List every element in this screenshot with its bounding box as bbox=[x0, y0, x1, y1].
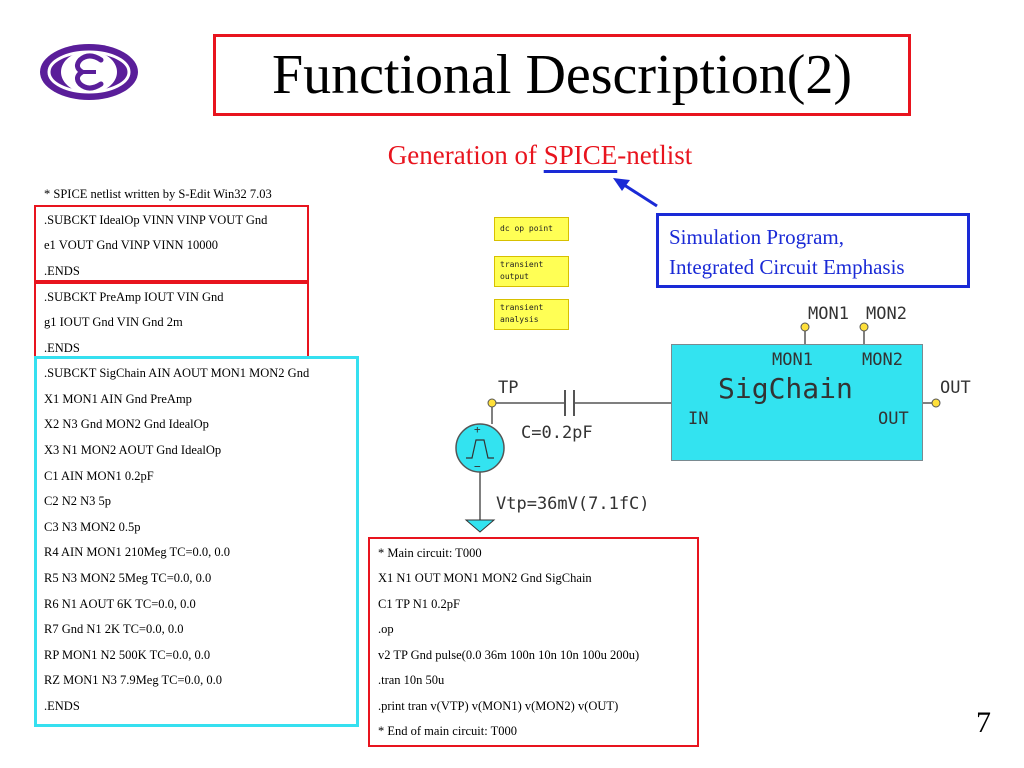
netlist-line: R7 Gnd N1 2K TC=0.0, 0.0 bbox=[44, 622, 184, 636]
netlist-line: .ENDS bbox=[44, 341, 80, 355]
title-box: Functional Description(2) bbox=[213, 34, 911, 116]
netlist-line: .print tran v(VTP) v(MON1) v(MON2) v(OUT… bbox=[378, 699, 619, 713]
vtp-label: Vtp=36mV(7.1fC) bbox=[496, 494, 650, 514]
netlist-line: X1 MON1 AIN Gnd PreAmp bbox=[44, 392, 192, 406]
definition-line-1: Simulation Program, bbox=[669, 225, 844, 249]
page-title: Functional Description(2) bbox=[271, 44, 853, 106]
spice-definition-box: Simulation Program, Integrated Circuit E… bbox=[656, 213, 970, 288]
netlist-line: X3 N1 MON2 AOUT Gnd IdealOp bbox=[44, 443, 222, 457]
netlist-line: R5 N3 MON2 5Meg TC=0.0, 0.0 bbox=[44, 571, 212, 585]
sigchain-block[interactable]: MON1 MON2 SigChain IN OUT bbox=[671, 344, 923, 461]
netlist-line: .op bbox=[378, 622, 394, 636]
main-circuit-box bbox=[368, 537, 699, 747]
netlist-line: X1 N1 OUT MON1 MON2 Gnd SigChain bbox=[378, 571, 592, 585]
netlist-line: R4 AIN MON1 210Meg TC=0.0, 0.0 bbox=[44, 545, 230, 559]
netlist-line: RZ MON1 N3 7.9Meg TC=0.0, 0.0 bbox=[44, 673, 223, 687]
block-mon2-label: MON2 bbox=[862, 350, 903, 370]
netlist-line: .ENDS bbox=[44, 264, 80, 278]
source-minus-label: − bbox=[474, 460, 481, 473]
netlist-line: R6 N1 AOUT 6K TC=0.0, 0.0 bbox=[44, 597, 196, 611]
sigchain-box bbox=[34, 356, 359, 727]
out-pin-label: OUT bbox=[940, 378, 971, 398]
mon2-pin-label: MON2 bbox=[866, 304, 907, 324]
block-in-label: IN bbox=[688, 409, 709, 429]
netlist-line: X2 N3 Gnd MON2 Gnd IdealOp bbox=[44, 417, 209, 431]
schematic-wiring bbox=[455, 322, 941, 533]
subtitle-prefix: Generation of bbox=[387, 140, 544, 170]
netlist-line: g1 IOUT Gnd VIN Gnd 2m bbox=[44, 315, 183, 329]
block-mon1-label: MON1 bbox=[772, 350, 813, 370]
netlist-line: .SUBCKT PreAmp IOUT VIN Gnd bbox=[44, 290, 224, 304]
mon1-pin-label: MON1 bbox=[808, 304, 849, 324]
netlist-line: C2 N2 N3 5p bbox=[44, 494, 112, 508]
capacitor-label: C=0.2pF bbox=[521, 423, 593, 443]
block-name: SigChain bbox=[718, 372, 853, 405]
transient-analysis-button[interactable]: transient analysis bbox=[494, 299, 569, 330]
netlist-header: * SPICE netlist written by S-Edit Win32 … bbox=[44, 187, 272, 201]
idealop-box bbox=[34, 205, 309, 282]
netlist-line: * Main circuit: T000 bbox=[378, 546, 482, 560]
netlist-line: C3 N3 MON2 0.5p bbox=[44, 520, 141, 534]
subtitle-highlight: SPICE bbox=[543, 140, 618, 170]
definition-line-2: Integrated Circuit Emphasis bbox=[669, 255, 905, 279]
source-plus-label: + bbox=[474, 423, 481, 436]
subtitle: Generation of SPICE-netlist bbox=[300, 140, 780, 171]
netlist-line: .tran 10n 50u bbox=[378, 673, 445, 687]
netlist-line: RP MON1 N2 500K TC=0.0, 0.0 bbox=[44, 648, 211, 662]
arrow-icon bbox=[613, 178, 658, 208]
netlist-line: C1 TP N1 0.2pF bbox=[378, 597, 460, 611]
netlist-line: .ENDS bbox=[44, 699, 80, 713]
netlist-line: .SUBCKT SigChain AIN AOUT MON1 MON2 Gnd bbox=[44, 366, 310, 380]
dc-op-point-button[interactable]: dc op point bbox=[494, 217, 569, 241]
netlist-line: C1 AIN MON1 0.2pF bbox=[44, 469, 154, 483]
tp-node-label: TP bbox=[498, 378, 519, 398]
block-out-label: OUT bbox=[878, 409, 909, 429]
subtitle-suffix: -netlist bbox=[617, 140, 693, 170]
netlist-line: e1 VOUT Gnd VINP VINN 10000 bbox=[44, 238, 218, 252]
netlist-line: * End of main circuit: T000 bbox=[378, 724, 517, 738]
page-number: 7 bbox=[976, 706, 991, 739]
netlist-line: v2 TP Gnd pulse(0.0 36m 100n 10n 10n 100… bbox=[378, 648, 640, 662]
logo bbox=[38, 42, 140, 102]
netlist-line: .SUBCKT IdealOp VINN VINP VOUT Gnd bbox=[44, 213, 268, 227]
transient-output-button[interactable]: transient output bbox=[494, 256, 569, 287]
